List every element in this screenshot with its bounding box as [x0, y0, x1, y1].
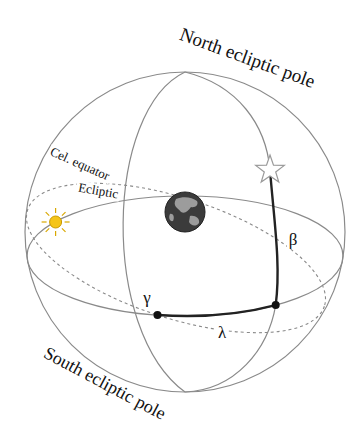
- angle-symbol: γ: [141, 289, 153, 308]
- sun-disc: [50, 216, 62, 228]
- angle-symbol: β: [287, 231, 300, 250]
- sun-ray: [62, 228, 66, 232]
- sun-ray: [46, 212, 50, 216]
- pole-label: South ecliptic pole: [38, 343, 170, 426]
- sun-ray: [62, 212, 66, 216]
- pole-label: North ecliptic pole: [175, 23, 320, 93]
- vernal-equinox-dot: [154, 311, 162, 319]
- circle-label: Cel. equator: [46, 144, 114, 185]
- sun-ray: [55, 208, 56, 213]
- meridian-circle: [123, 72, 185, 392]
- star-meridian: [185, 305, 276, 392]
- sun-ray: [42, 221, 47, 222]
- projection-dot: [272, 301, 280, 309]
- longitude-arc: [158, 305, 276, 316]
- earth-landmass: [169, 214, 174, 221]
- earth-disc: [165, 192, 205, 232]
- sun-ray: [65, 221, 70, 222]
- latitude-arc: [270, 170, 278, 305]
- celestial-sphere: [25, 72, 345, 392]
- circle-label: Ecliptic: [75, 180, 121, 202]
- star-symbol: [256, 155, 285, 182]
- sun-ray: [46, 228, 50, 232]
- star-meridian: [185, 72, 270, 170]
- earth-landmass: [175, 197, 198, 212]
- sun-symbol: [42, 208, 70, 236]
- angle-symbol: λ: [216, 324, 228, 343]
- earth-globe: [165, 192, 205, 232]
- sun-ray: [55, 231, 56, 236]
- earth-landmass: [189, 216, 199, 226]
- celestial-equator: [9, 153, 343, 364]
